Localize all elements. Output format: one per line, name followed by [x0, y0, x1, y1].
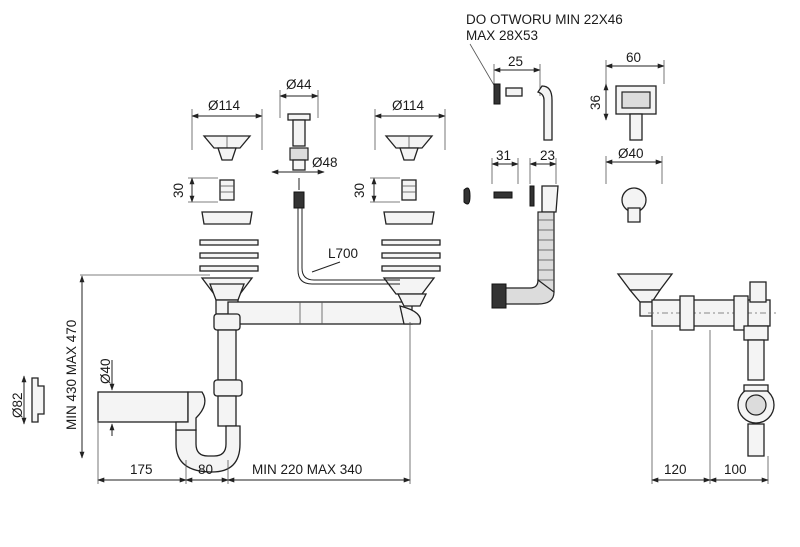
hole-note-line1: DO OTWORU MIN 22X46 — [466, 12, 623, 27]
strainer-left-dia-label: Ø114 — [208, 98, 241, 113]
overflow-assembly: Ø44 Ø48 L700 — [271, 77, 400, 285]
dist-80-label: 80 — [198, 462, 213, 477]
overflow-head-25-label: 25 — [508, 54, 523, 69]
connector-detail: Ø40 — [605, 146, 663, 223]
connector-dia-label: Ø40 — [618, 146, 644, 161]
inlet-dia-label: Ø40 — [98, 358, 113, 384]
side-120-label: 120 — [664, 462, 687, 477]
side-100-label: 100 — [724, 462, 747, 477]
screw-31-label: 31 — [496, 148, 511, 163]
overflow-head-36-label: 36 — [588, 95, 603, 110]
elbow-23-label: 23 — [540, 148, 555, 163]
strainer-right-height-label: 30 — [352, 183, 367, 198]
dist-min-max-label: MIN 220 MAX 340 — [252, 462, 362, 477]
overflow-tube-label: L700 — [328, 246, 358, 261]
strainer-right-dia-label: Ø114 — [392, 98, 425, 113]
side-view: 120 100 — [616, 273, 776, 484]
left-strainer: Ø114 30 — [171, 98, 263, 295]
overflow-head-60-label: 60 — [626, 50, 641, 65]
outlet-dia-label: Ø82 — [10, 392, 25, 418]
hole-note-line2: MAX 28X53 — [466, 28, 538, 43]
overflow-top-dia-label: Ø44 — [286, 77, 312, 92]
screw-elbow-detail: 31 23 — [463, 148, 559, 309]
outlet-height-label: MIN 430 MAX 470 — [64, 320, 79, 430]
main-siphon: Ø40 Ø82 MIN 430 MAX 470 175 80 MIN 220 M… — [10, 274, 428, 484]
overflow-head-detail: DO OTWORU MIN 22X46 MAX 28X53 25 60 36 — [466, 12, 665, 141]
strainer-left-height-label: 30 — [171, 183, 186, 198]
overflow-body-dia-label: Ø48 — [312, 155, 338, 170]
dist-175-label: 175 — [130, 462, 153, 477]
right-strainer: Ø114 30 — [352, 98, 446, 295]
